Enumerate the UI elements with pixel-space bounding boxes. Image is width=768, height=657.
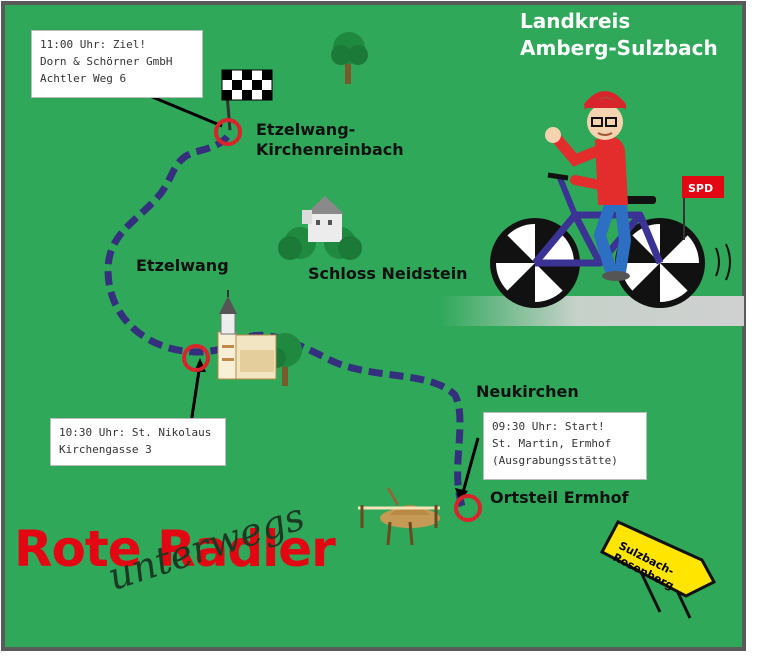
note-finish-line-3: Achtler Weg 6: [40, 72, 127, 85]
place-end-line-1: Etzelwang-: [256, 120, 356, 139]
note-middle-line-1: 10:30 Uhr: St. Nikolaus: [59, 426, 212, 439]
note-start-line-3: (Ausgrabungsstätte): [492, 454, 618, 467]
flag-label: SPD: [688, 182, 713, 195]
pointer-arrow: [149, 94, 223, 128]
place-label-etzelwang: Etzelwang: [136, 256, 229, 275]
place-end-line-2: Kirchenreinbach: [256, 140, 404, 159]
stop-note-finish: 11:00 Uhr: Ziel! Dorn & Schörner GmbH Ac…: [31, 30, 203, 98]
header-line-1: Landkreis: [520, 9, 631, 33]
note-finish-line-2: Dorn & Schörner GmbH: [40, 55, 173, 68]
note-start-line-1: 09:30 Uhr: Start!: [492, 420, 605, 433]
stop-note-middle: 10:30 Uhr: St. Nikolaus Kirchengasse 3: [50, 418, 226, 466]
stop-marker-start: [454, 494, 482, 522]
tree-icon: [331, 32, 368, 84]
excavation-icon: [358, 487, 440, 546]
place-label-end: Etzelwang- Kirchenreinbach: [256, 120, 404, 160]
stop-note-start: 09:30 Uhr: Start! St. Martin, Ermhof (Au…: [483, 412, 647, 480]
road-strip: [440, 296, 744, 326]
map-title: Rote Radler: [14, 520, 336, 578]
stop-marker-finish: [214, 118, 242, 146]
note-middle-line-2: Kirchengasse 3: [59, 443, 152, 456]
stop-marker-middle: [182, 344, 210, 372]
pointer-arrowhead: [455, 488, 468, 502]
place-label-ermhof: Ortsteil Ermhof: [490, 488, 629, 507]
church-icon: [217, 290, 277, 380]
map-header: Landkreis Amberg-Sulzbach: [520, 8, 718, 62]
castle-icon: [278, 196, 362, 260]
cyclist-illustration: SPD: [490, 91, 731, 308]
note-start-line-2: St. Martin, Ermhof: [492, 437, 612, 450]
place-label-schloss: Schloss Neidstein: [308, 264, 468, 283]
pointer-arrow: [460, 437, 480, 497]
place-label-neukirchen: Neukirchen: [476, 382, 579, 401]
header-line-2: Amberg-Sulzbach: [520, 36, 718, 60]
note-finish-line-1: 11:00 Uhr: Ziel!: [40, 38, 146, 51]
bike-route: [104, 128, 466, 508]
